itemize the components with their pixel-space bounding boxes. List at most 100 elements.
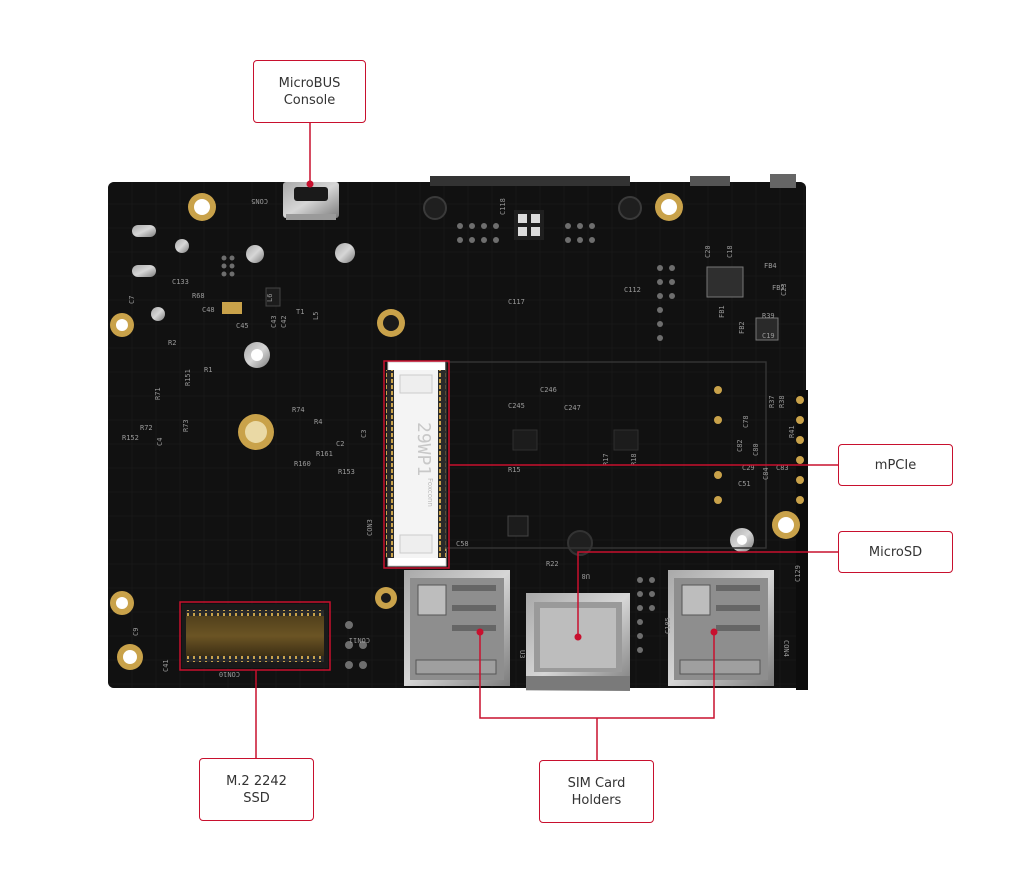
label-r18: R18 bbox=[630, 453, 638, 466]
label-c29: C29 bbox=[742, 464, 755, 472]
label-c43: C43 bbox=[270, 315, 278, 328]
pcb-board bbox=[108, 174, 808, 690]
label-l6: L6 bbox=[266, 294, 274, 302]
callout-microbus-line1: MicroBUS bbox=[278, 75, 341, 91]
marker-sim-left bbox=[476, 628, 484, 636]
label-c247: C247 bbox=[564, 404, 581, 412]
label-r38: R38 bbox=[778, 395, 786, 408]
marker-microsd bbox=[574, 633, 582, 641]
label-c117: C117 bbox=[508, 298, 525, 306]
label-c9: C9 bbox=[132, 628, 140, 636]
callout-mpcie: mPCIe bbox=[838, 444, 953, 486]
label-c118: C118 bbox=[499, 198, 507, 215]
mpcie-connector bbox=[386, 361, 447, 567]
label-c84: C84 bbox=[762, 467, 770, 480]
label-c45: C45 bbox=[236, 322, 249, 330]
sim-holder-right bbox=[668, 570, 774, 686]
label-fb3: FB3 bbox=[772, 284, 785, 292]
label-con5: CON5 bbox=[251, 197, 268, 205]
label-r4: R4 bbox=[314, 418, 322, 426]
label-con11: CON11 bbox=[349, 636, 370, 644]
marker-microbus bbox=[306, 180, 314, 188]
label-r15: R15 bbox=[508, 466, 521, 474]
label-c78: C78 bbox=[742, 415, 750, 428]
label-r161: R161 bbox=[316, 450, 333, 458]
callout-m2-ssd: M.2 2242 SSD bbox=[199, 758, 314, 821]
label-c58: C58 bbox=[456, 540, 469, 548]
label-r68: R68 bbox=[192, 292, 205, 300]
callout-microsd: MicroSD bbox=[838, 531, 953, 573]
label-l5: L5 bbox=[312, 312, 320, 320]
label-r153: R153 bbox=[338, 468, 355, 476]
mpcie-card-outline bbox=[445, 361, 767, 549]
label-c19: C19 bbox=[762, 332, 775, 340]
label-c23: C23 bbox=[780, 283, 788, 296]
label-con3: CON3 bbox=[366, 519, 374, 536]
label-r39: R39 bbox=[762, 312, 775, 320]
callout-microbus-line2: Console bbox=[283, 92, 336, 108]
label-r151: R151 bbox=[184, 369, 192, 386]
label-c4: C4 bbox=[156, 438, 164, 446]
label-c20: C20 bbox=[704, 245, 712, 258]
highlight-m2 bbox=[179, 601, 331, 671]
label-c245: C245 bbox=[508, 402, 525, 410]
label-c2: C2 bbox=[336, 440, 344, 448]
callout-m2-line1: M.2 2242 bbox=[226, 773, 287, 789]
label-c133: C133 bbox=[172, 278, 189, 286]
label-c51: C51 bbox=[738, 480, 751, 488]
chips bbox=[265, 287, 639, 537]
label-r22: R22 bbox=[546, 560, 559, 568]
label-r37: R37 bbox=[768, 395, 776, 408]
callout-sim-line2: Holders bbox=[571, 792, 622, 808]
label-r160: R160 bbox=[294, 460, 311, 468]
label-c18: C18 bbox=[726, 245, 734, 258]
callout-sim-line1: SIM Card bbox=[567, 775, 626, 791]
label-t1: T1 bbox=[296, 308, 304, 316]
label-c80: C80 bbox=[752, 443, 760, 456]
via-grids bbox=[221, 223, 804, 669]
label-c82: C82 bbox=[736, 439, 744, 452]
label-c7: C7 bbox=[128, 296, 136, 304]
callout-microsd-line1: MicroSD bbox=[868, 544, 923, 560]
label-c129: C129 bbox=[794, 565, 802, 582]
label-r74: R74 bbox=[292, 406, 305, 414]
label-con10: CON10 bbox=[219, 670, 240, 678]
label-r71: R71 bbox=[154, 387, 162, 400]
label-c246: C246 bbox=[540, 386, 557, 394]
marker-sim-right bbox=[710, 628, 718, 636]
label-foxconn: Foxconn bbox=[426, 478, 434, 507]
label-fb4: FB4 bbox=[764, 262, 777, 270]
callout-microbus-console: MicroBUS Console bbox=[253, 60, 366, 123]
micro-usb-connector bbox=[283, 182, 339, 220]
label-c3: C3 bbox=[360, 430, 368, 438]
label-u8: U8 bbox=[582, 572, 590, 580]
callout-sim-card-holders: SIM Card Holders bbox=[539, 760, 654, 823]
label-c48: C48 bbox=[202, 306, 215, 314]
label-r73: R73 bbox=[182, 419, 190, 432]
label-29wp1: 29WP1 bbox=[413, 422, 434, 476]
m2-connector bbox=[182, 604, 328, 668]
label-fb1: FB1 bbox=[718, 305, 726, 318]
label-c42: C42 bbox=[280, 315, 288, 328]
sim-holder-left bbox=[404, 570, 510, 686]
label-c83: C83 bbox=[776, 464, 789, 472]
label-u3: U3 bbox=[518, 650, 526, 658]
right-header-pins bbox=[796, 390, 808, 690]
leader-microsd bbox=[577, 551, 838, 637]
callout-mpcie-line1: mPCIe bbox=[874, 457, 917, 473]
label-c41: C41 bbox=[162, 659, 170, 672]
label-r17: R17 bbox=[602, 453, 610, 466]
metal-pads bbox=[132, 210, 779, 341]
label-fb2: FB2 bbox=[738, 321, 746, 334]
label-c105: C105 bbox=[664, 617, 672, 634]
label-r72: R72 bbox=[140, 424, 153, 432]
label-r152: R152 bbox=[122, 434, 139, 442]
label-r2: R2 bbox=[168, 339, 176, 347]
label-con4: CON4 bbox=[782, 640, 790, 657]
label-r1: R1 bbox=[204, 366, 212, 374]
label-c112: C112 bbox=[624, 286, 641, 294]
label-r41: R41 bbox=[788, 425, 796, 438]
mounting-holes bbox=[110, 193, 800, 670]
callout-m2-line2: SSD bbox=[243, 790, 270, 806]
